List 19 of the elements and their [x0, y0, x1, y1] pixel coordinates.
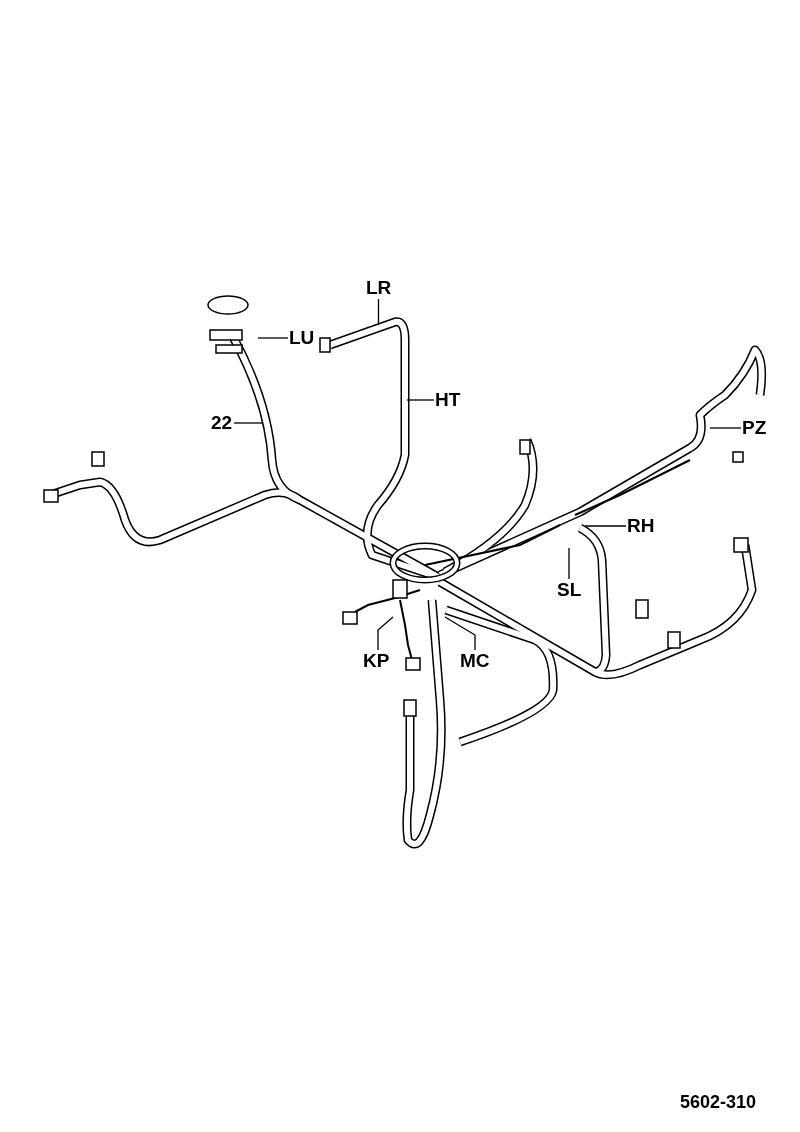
leader-line	[257, 337, 289, 339]
leader-line	[377, 616, 394, 651]
leader-line	[568, 547, 570, 580]
callout-label: KP	[362, 650, 394, 672]
callout-label: PZ	[741, 417, 771, 439]
callout-label: LU	[288, 327, 318, 349]
leader-line	[584, 525, 627, 527]
drawing-number: 5602-310	[679, 1092, 756, 1113]
leader-line	[444, 616, 476, 651]
callout-label: MC	[459, 650, 493, 672]
leader-line	[233, 422, 263, 424]
callout-label: SL	[556, 579, 584, 601]
leader-line	[377, 298, 380, 326]
callout-label: LR	[365, 277, 394, 299]
callout-label: HT	[434, 389, 464, 411]
callout-label: RH	[626, 515, 658, 537]
callout-label: 22	[210, 412, 236, 434]
leader-line	[709, 427, 742, 429]
leader-line	[406, 399, 435, 401]
